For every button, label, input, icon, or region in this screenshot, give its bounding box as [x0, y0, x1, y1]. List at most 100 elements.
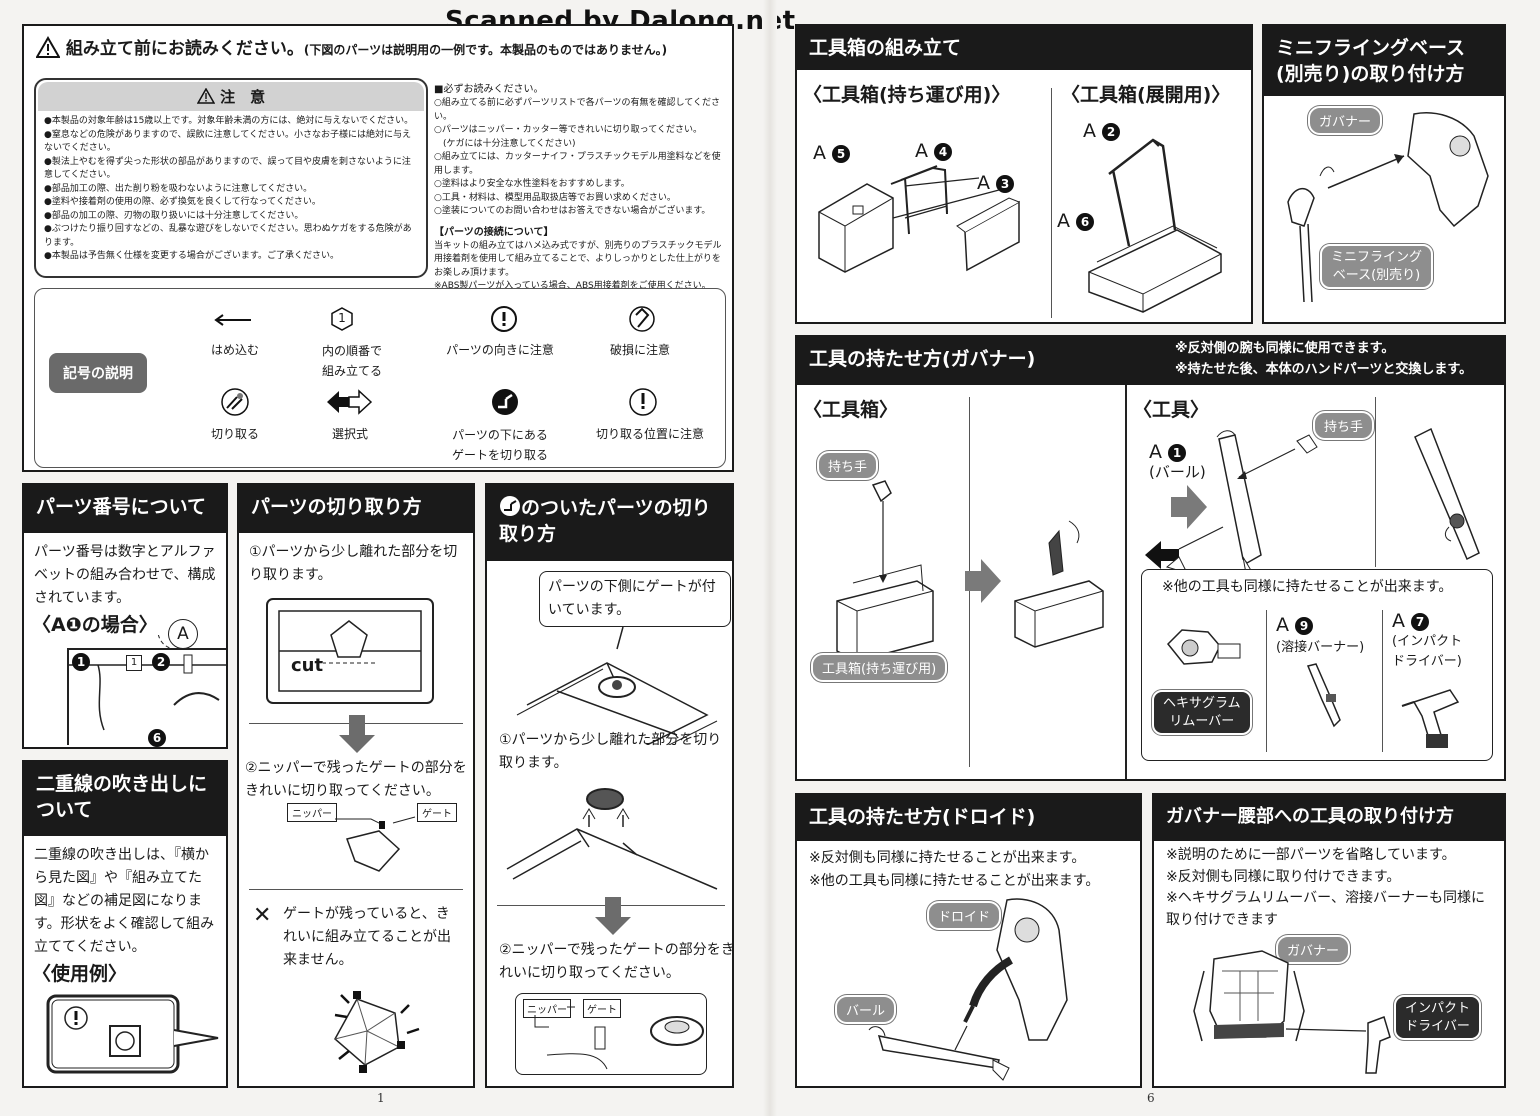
part-numbers-title: パーツ番号について — [24, 485, 226, 533]
under-gate-icon — [492, 389, 518, 415]
caution-item: ●部品の加工の際、刃物の取り扱いには十分注意してください。 — [44, 210, 304, 221]
must-read-item: ○塗料はより安全な水性塗料をおすすめします。 — [434, 179, 630, 189]
droid-tools-note: ※反対側も同様に持たせることが出来ます。 — [809, 850, 1086, 866]
part-ref-a5: A 5 — [813, 142, 851, 164]
must-read-item: ○パーツはニッパー・カッター等できれいに切り取ってください。 — [434, 125, 702, 135]
waist-diagram — [1193, 950, 1391, 1074]
part-number-badge: 1 — [1168, 443, 1187, 462]
exclamation-circle-icon — [491, 306, 517, 332]
handle-tag: 持ち手 — [817, 451, 879, 480]
bar-part-ref: A 1 — [1149, 441, 1187, 463]
must-read-item: ○工具・材料は、模型用品取扱店等でお買い求めください。 — [434, 192, 676, 203]
impact-part-ref: A 7 — [1392, 610, 1430, 632]
under-gate-title: のついたパーツの切り取り方 — [499, 497, 711, 545]
bad-gate-diagram — [334, 991, 420, 1073]
must-read-item: ○塗装についてのお問い合わせはお答えできない場合がございます。 — [434, 206, 711, 216]
part-numbers-example: 〈A❶の場合〉 — [32, 614, 158, 637]
double-bubble-diagram — [46, 994, 219, 1074]
part-number-badge: 7 — [1411, 612, 1430, 631]
droid-tools-panel: 工具の持たせ方(ドロイド) ※反対側も同様に持たせることが出来ます。 ※他の工具… — [795, 793, 1142, 1088]
droid-tools-notes: ※反対側も同様に持たせることが出来ます。 ※他の工具も同様に持たせることが出来ま… — [797, 841, 1140, 893]
hexagon-icon — [331, 307, 353, 331]
connection-note: ※ABS製パーツが入っている場合、ABS用接着剤をご使用ください。 — [434, 281, 711, 291]
impact-driver-illustration — [1401, 689, 1460, 748]
governor-tools-panel: 工具の持たせ方(ガバナー) ※反対側の腕も同様に使用できます。 ※持たせた後、本… — [795, 335, 1506, 781]
part-number-badge: 9 — [1295, 616, 1314, 635]
double-line-text: 二重線の吹き出しは、『横から見た図』や『組み立てた図』などの補足図になります。形… — [34, 847, 215, 956]
legend-item: 選択式 — [331, 427, 368, 441]
governor-tools-title: 工具の持たせ方(ガバナー) — [797, 337, 1504, 385]
arrow-left-icon — [214, 314, 251, 326]
part-letter: A — [1392, 610, 1405, 632]
toolbox-open-subtitle: 〈工具箱(展開用)〉 — [1061, 84, 1231, 106]
mini-flying-base-tag: ミニフライング ベース(別売り) — [1320, 244, 1434, 290]
bar-part-name: (バール) — [1149, 463, 1206, 481]
toolbox-assembly-panel: 工具箱の組み立て 〈工具箱(持ち運び用)〉 〈工具箱(展開用)〉 A 5 A 4… — [795, 24, 1253, 324]
connection-title: 【パーツの接続について】 — [434, 226, 554, 238]
other-tools-note: ※他の工具も同様に持たせることが出来ます。 — [1162, 579, 1453, 595]
must-read-title: ■必ずお読みください。 — [434, 84, 544, 95]
waist-tools-note: ※ヘキサグラムリムーバー、溶接バーナーも同様に取り付けできます — [1166, 890, 1486, 929]
impact-part-name: (インパクト ドライバー) — [1392, 634, 1463, 669]
governor-toolbox-diagram — [836, 480, 1104, 662]
legend-item: 破損に注意 — [609, 343, 670, 357]
other-tools-box: ※他の工具も同様に持たせることが出来ます。 ヘキサグラム リムーバー A 9 (… — [1141, 569, 1493, 761]
toolbox-assembly-diagram — [818, 138, 1222, 313]
legend-item: 切り取る — [210, 427, 259, 441]
part-number-badge: 4 — [934, 142, 953, 161]
divider — [249, 889, 463, 890]
part-number-badge: 6 — [148, 729, 166, 747]
select-arrows-icon — [327, 389, 373, 415]
hexagram-remover-illustration — [1166, 629, 1241, 665]
governor-tag: ガバナー — [1276, 935, 1351, 964]
break-warning-icon — [629, 306, 655, 332]
weld-part-name: (溶接バーナー) — [1276, 640, 1365, 655]
must-read-item: ○組み立てる前に必ずパーツリストで各パーツの有無を確認してください。 — [434, 98, 720, 122]
part-letter: A — [1149, 441, 1162, 463]
legend-box: 記号の説明 はめ込む 1 内の順番で 組み立てる パーツの向きに注意 破損に注意… — [34, 288, 726, 468]
welding-burner-illustration — [1306, 663, 1341, 728]
double-line-title: 二重線の吹き出しについて — [24, 762, 226, 836]
waist-tools-panel: ガバナー腰部への工具の取り付け方 ※説明のために一部パーツを省略しています。 ※… — [1152, 793, 1506, 1088]
under-gate-step1: ①パーツから少し離れた部分を切り取ります。 — [499, 732, 722, 772]
droid-diagram — [868, 898, 1068, 1081]
cut-runner-diagram — [266, 598, 434, 704]
under-gate-icon — [500, 496, 520, 516]
toolbox-assembly-title: 工具箱の組み立て — [797, 26, 1251, 70]
x-mark-icon: ✕ — [253, 903, 272, 928]
gate-label: ゲート — [417, 803, 457, 822]
part-ref-a3: A 3 — [977, 172, 1015, 194]
caution-item: ●窒息などの危険がありますので、誤飲に注意してください。小さなお子様には絶対に与… — [44, 129, 411, 154]
under-gate-header: のついたパーツの切り取り方 — [487, 485, 732, 561]
hexagon-number: 1 — [338, 311, 346, 325]
cutting-step2: ②ニッパーで残ったゲートの部分をきれいに切り取ってください。 — [245, 760, 467, 800]
legend-label: 記号の説明 — [49, 353, 147, 393]
gate-trim-diagram — [335, 816, 416, 872]
mini-flying-panel: ミニフライングベース(別売り)の取り付け方 ガバナー ミニフライング ベース(別… — [1262, 24, 1506, 324]
under-gate-runner-diagram — [516, 626, 718, 745]
cutting-panel: パーツの切り取り方 ①パーツから少し離れた部分を切り取ります。 cut ②ニッパ… — [237, 483, 475, 1088]
cut-position-icon — [629, 388, 657, 416]
double-line-example: 〈使用例〉 — [32, 963, 128, 986]
waist-tools-note: ※説明のために一部パーツを省略しています。 — [1166, 847, 1456, 863]
part-ref-a6: A 6 — [1057, 210, 1095, 232]
runner-diagram — [67, 635, 226, 745]
gate-label: ゲート — [583, 999, 621, 1018]
nipper-label: ニッパー — [287, 803, 337, 822]
divider — [1382, 610, 1383, 752]
weld-part-ref: A 9 — [1276, 614, 1314, 636]
part-number-box: 1 — [126, 655, 142, 671]
part-numbers-text: パーツ番号は数字とアルファベットの組み合わせで、構成されています。 — [34, 544, 216, 607]
caution-item: ●本製品は予告無く仕様を変更する場合がございます。ご了承ください。 — [44, 251, 339, 261]
part-number-badge: 5 — [832, 144, 851, 163]
governor-tools-note: ※持たせた後、本体のハンドパーツと交換します。 — [1175, 361, 1473, 377]
under-gate-step2: ②ニッパーで残ったゲートの部分をきれいに切り取ってください。 — [499, 942, 734, 982]
read-first-title: 組み立て前にお読みください。 — [65, 39, 304, 59]
part-ref-a4: A 4 — [915, 140, 953, 162]
waist-tools-notes: ※説明のために一部パーツを省略しています。 ※反対側も同様に取り付けできます。 … — [1154, 841, 1504, 932]
legend-item: はめ込む — [210, 343, 259, 357]
governor-tools-note: ※反対側の腕も同様に使用できます。 — [1175, 341, 1395, 356]
page-number-right: 6 — [1147, 1091, 1155, 1105]
governor-tag: ガバナー — [1308, 106, 1383, 135]
impact-driver-tag: インパクト ドライバー — [1394, 995, 1482, 1041]
